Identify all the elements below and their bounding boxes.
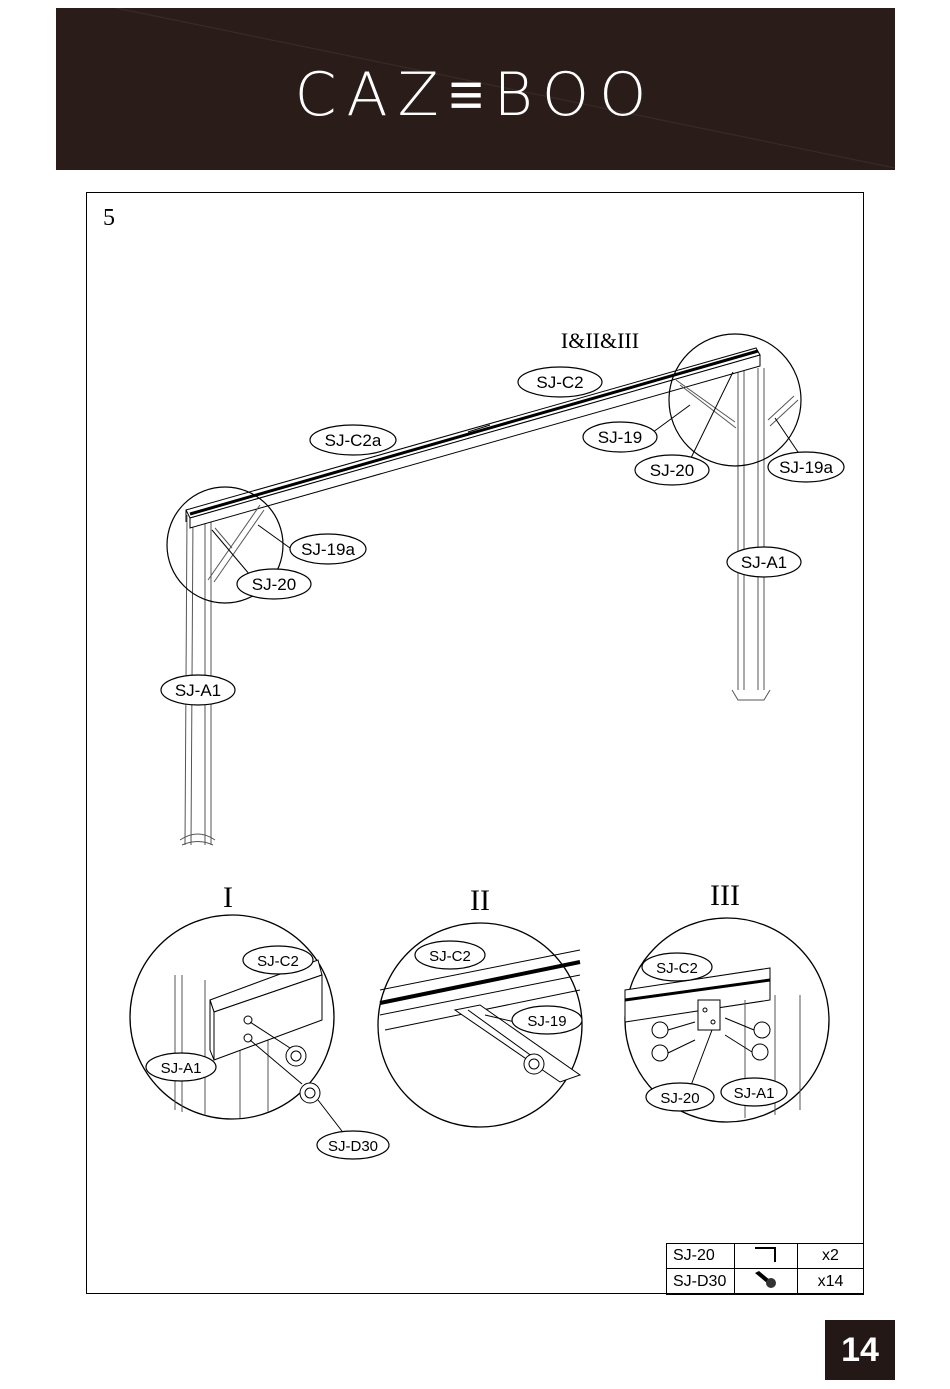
detail-iii-label-sj-a1: SJ-A1 [734,1085,775,1102]
detail-ii: II SJ-C2 SJ-19 [377,884,583,1128]
detail-iii-title: III [710,879,740,912]
detail-ii-title: II [470,884,490,917]
detail-iii-label-sj-20: SJ-20 [660,1090,699,1107]
detail-i-label-sj-d30: SJ-D30 [328,1138,378,1155]
detail-iii-label-sj-c2: SJ-C2 [656,960,698,977]
main-assembly-drawing: SJ-C2 SJ-C2a SJ-19 SJ-20 SJ-19a SJ-19a S… [160,328,845,846]
braces [207,379,799,583]
angle-bracket-icon [734,1243,798,1269]
detail-ii-label-sj-c2: SJ-C2 [429,948,471,965]
label-sj-19: SJ-19 [598,428,642,447]
step-number: 5 [103,205,115,231]
part-quantity: x2 [797,1243,864,1269]
detail-circle-left [166,486,284,604]
part-quantity: x14 [797,1268,864,1295]
label-sj-a1-right: SJ-A1 [741,553,787,572]
detail-reference: I&II&III [561,328,639,353]
page-number: 14 [825,1320,895,1380]
label-sj-a1-left: SJ-A1 [175,681,221,700]
label-sj-19a-left: SJ-19a [301,540,355,559]
top-beam [185,347,761,529]
label-sj-19a-right: SJ-19a [779,458,833,477]
detail-ii-label-sj-19: SJ-19 [527,1013,566,1030]
brand-header: CAZ≡BOO [56,8,895,170]
step-frame [86,192,864,1294]
table-row: SJ-D30 x14 [666,1268,864,1295]
label-sj-c2: SJ-C2 [536,373,583,392]
right-post [731,368,771,701]
table-row: SJ-20 x2 [666,1243,864,1269]
part-code: SJ-20 [666,1243,735,1269]
detail-circle-right [668,333,802,467]
label-sj-20-right: SJ-20 [650,461,694,480]
detail-i: I SJ-C2 SJ-A1 SJ-D30 [129,881,390,1160]
bolt-icon [734,1268,798,1295]
parts-table: SJ-20 x2 SJ-D30 x14 [666,1243,864,1295]
label-sj-20-left: SJ-20 [252,575,296,594]
part-code: SJ-D30 [666,1268,735,1295]
brand-logo: CAZ≡BOO [294,60,657,130]
detail-iii: III SJ-C2 SJ-20 SJ-A1 [624,879,830,1123]
detail-i-title: I [223,881,233,914]
header-stripe [115,8,895,169]
detail-i-label-sj-a1: SJ-A1 [161,1060,202,1077]
label-sj-c2a: SJ-C2a [325,431,382,450]
detail-i-label-sj-c2: SJ-C2 [257,953,299,970]
